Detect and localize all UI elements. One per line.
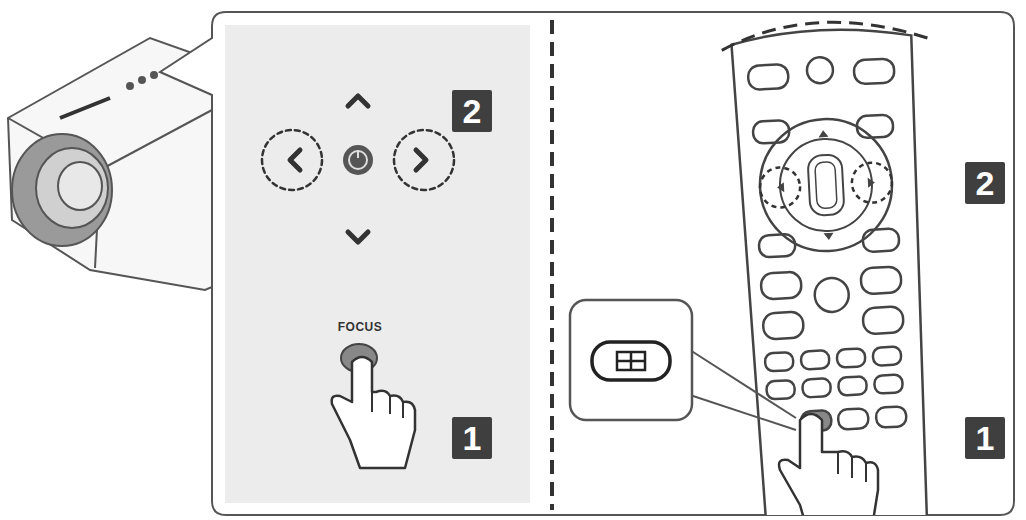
- callout-number: 2: [452, 90, 492, 132]
- button-label: FOCUS: [338, 320, 383, 334]
- divider: [550, 20, 554, 510]
- callout-number: 1: [452, 417, 492, 459]
- callout-number: 1: [965, 417, 1005, 459]
- power-button: [343, 145, 373, 175]
- remote-control: [721, 17, 958, 515]
- callout-number: 2: [965, 162, 1005, 204]
- panel-buttons: [262, 96, 454, 242]
- button-magnifier: [570, 300, 796, 430]
- control-panel: [225, 25, 530, 503]
- hand: [332, 357, 415, 468]
